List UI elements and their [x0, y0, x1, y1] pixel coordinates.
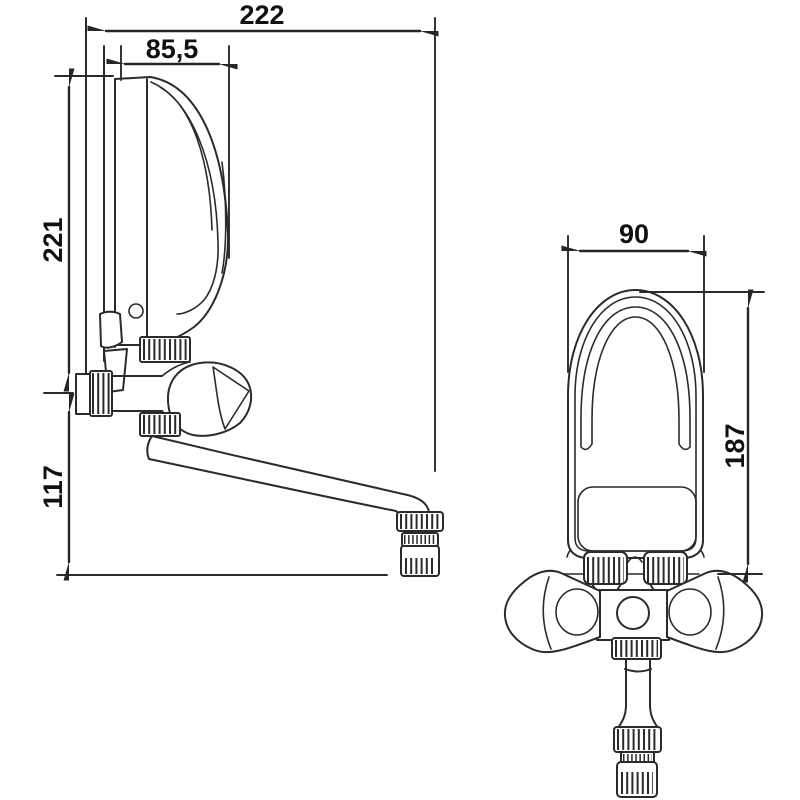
heater-handle-curves: [150, 81, 227, 315]
front-view: [503, 289, 764, 798]
dim-label-body-width: 90: [619, 219, 649, 249]
dimension-body-width: 90: [567, 219, 705, 373]
side-view: [75, 17, 444, 577]
spout-nut-front: [611, 637, 662, 660]
spout-coupling-front: [613, 726, 662, 764]
wall-mount-lines: [85, 17, 148, 375]
dim-label-overall-height: 187: [720, 423, 750, 468]
spout-aerator-side: [396, 511, 444, 577]
dim-label-body-depth: 85,5: [146, 34, 199, 64]
center-tab: [627, 556, 643, 563]
dimension-body-depth: 85,5: [121, 34, 229, 259]
valve-knob-side: [166, 361, 253, 437]
dimension-body-height: 221: [38, 76, 114, 394]
outlet-nut-left: [583, 551, 628, 585]
dimensions: 222 85,5 221 117 90 187: [38, 0, 765, 575]
dimension-total-depth: 222: [106, 0, 435, 472]
wall-fitting-flange: [75, 373, 91, 415]
valve-knob-right: [666, 569, 764, 654]
spout-front-tube: [617, 658, 659, 729]
bracket-wedge: [99, 310, 123, 349]
valve-knob-left: [503, 569, 601, 654]
dim-label-body-height: 221: [38, 217, 68, 262]
dim-label-outlet-height: 117: [38, 465, 68, 509]
dimension-outlet-height: 117: [38, 412, 388, 575]
extension-line: [567, 235, 705, 373]
dim-label-total-depth: 222: [239, 0, 284, 30]
knob-facet-lines: [212, 366, 250, 430]
front-arch-rib: [580, 306, 691, 451]
front-lower-panel: [577, 486, 697, 552]
inlet-pipe: [111, 375, 163, 412]
valve-center-cap: [616, 596, 650, 630]
spout-aerator-front: [616, 761, 658, 798]
screw-hole: [128, 303, 144, 319]
heater-body-front-outline: [567, 289, 704, 559]
upper-coupling-nut: [139, 336, 191, 363]
dimension-overall-height: 187: [639, 292, 765, 574]
spout-side: [146, 435, 430, 514]
outlet-nut-right: [643, 551, 688, 585]
lower-coupling-nut: [139, 412, 181, 437]
wall-fitting-ribs: [89, 370, 113, 417]
